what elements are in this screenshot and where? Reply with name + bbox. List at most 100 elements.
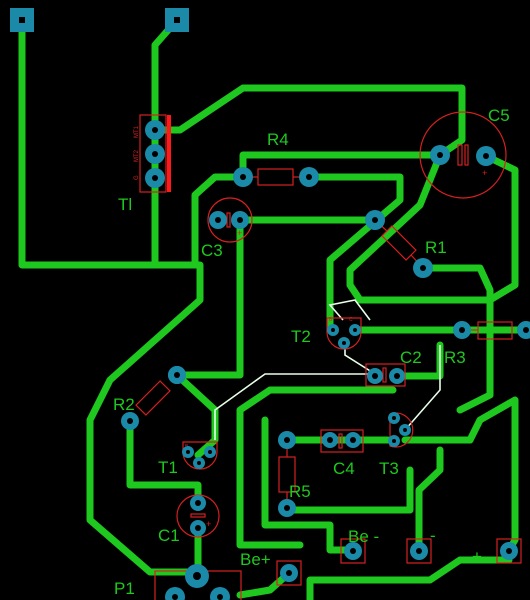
be-minus-pad-outline-a — [340, 538, 366, 564]
pad-plus-hole — [506, 548, 512, 554]
pad-c4-2-hole — [350, 437, 356, 443]
trace-r5-loop — [283, 466, 414, 514]
trace-left-rail — [18, 16, 204, 576]
trace-be-minus-pad — [415, 446, 444, 554]
pad-r1-2-hole — [420, 265, 426, 271]
t2-pin-b: B — [329, 317, 333, 323]
pad-t2-2-hole — [353, 328, 357, 332]
tl-pin-g: G — [134, 175, 140, 180]
c2-outline — [365, 363, 406, 387]
label-r3: R3 — [444, 348, 466, 367]
pad-p1-3-hole — [217, 594, 223, 600]
r1-body-group — [381, 225, 417, 261]
label-r2: R2 — [113, 395, 135, 414]
pad-c4-1-hole — [327, 437, 333, 443]
c3-plus-mark: + — [237, 228, 242, 238]
pad-r1-1-hole — [372, 217, 378, 223]
pad-terminal-right-hole — [174, 17, 180, 23]
pad-t1-1-hole — [186, 450, 190, 454]
c3-body — [226, 212, 231, 228]
be-minus-pad-outline-b — [406, 538, 432, 564]
c2-plate — [382, 367, 387, 383]
c5-body — [457, 144, 463, 166]
pad-r2-2-hole — [127, 418, 133, 424]
pad-be-minus-hole — [350, 548, 356, 554]
pad-c2-2-hole — [394, 373, 400, 379]
pad-be-plus-hole — [286, 570, 292, 576]
r1-body — [381, 225, 417, 261]
pad-r4-2-hole — [306, 174, 312, 180]
t3-outline — [389, 412, 414, 448]
trace-c5-right — [346, 151, 519, 304]
label-c4: C4 — [333, 459, 355, 478]
pad-p1-1-hole — [193, 572, 201, 580]
c1-body — [190, 513, 206, 518]
label-r1: R1 — [425, 238, 447, 257]
pad-terminal-left-hole — [19, 17, 25, 23]
label-c3: C3 — [201, 241, 223, 260]
label-c5: C5 — [488, 106, 510, 125]
pad-c3-1-hole — [215, 217, 221, 223]
c1-plus-mark: + — [206, 519, 211, 529]
pad-t2-1-hole — [331, 328, 335, 332]
pad-c1-2-hole — [195, 525, 201, 531]
label-t3: T3 — [379, 459, 399, 478]
t2-outline — [326, 317, 362, 350]
pad-c1-1-hole — [195, 500, 201, 506]
pad-tl-2-hole — [152, 151, 158, 157]
t1-outline — [182, 441, 218, 470]
trace-inner-loop — [261, 416, 357, 554]
c4-outline — [320, 429, 364, 453]
trace-t3-down — [401, 396, 519, 554]
pad-p1-2 — [165, 587, 185, 600]
c5-body-b — [464, 144, 469, 166]
r2-body — [135, 380, 171, 416]
via-r2-top-hole — [174, 372, 180, 378]
jumper-t1-c2 — [214, 373, 375, 440]
reference-labels: C5 R4 Tl C3 R1 T2 C2 R3 R2 T1 C4 T3 R5 C… — [113, 106, 510, 598]
be-plus-pad-outline — [496, 538, 522, 564]
r4-body — [257, 168, 294, 186]
pad-t1-2-hole — [208, 450, 212, 454]
jumper-r3-t3 — [404, 345, 441, 431]
pad-tl-1-hole — [152, 127, 158, 133]
trace-t3-loop — [236, 386, 397, 549]
pad-t3-3-hole — [392, 439, 396, 443]
c5-outline — [419, 111, 507, 199]
pad-c5-2-hole — [483, 153, 489, 159]
c4-plate — [338, 433, 343, 449]
pad-p1-3 — [210, 587, 230, 600]
tl-heatsink-bar — [167, 115, 171, 192]
trace-t1-loop — [126, 416, 202, 504]
pad-r4-1-hole — [240, 174, 246, 180]
tl-pin-mt1: MT1 — [134, 125, 140, 138]
label-c2: C2 — [400, 348, 422, 367]
pad-tl-3-hole — [152, 175, 158, 181]
label-be-plus: Be+ — [240, 550, 271, 569]
pad-r3-2-hole — [523, 327, 529, 333]
pad-t3-2-hole — [403, 428, 407, 432]
r2-body-group — [135, 380, 171, 416]
tl-pin-mt2: MT2 — [134, 149, 140, 162]
trace-c3-loop — [191, 173, 247, 269]
pads — [10, 8, 530, 600]
label-c1: C1 — [158, 526, 180, 545]
c3-outline — [207, 197, 253, 243]
pad-r5-2-hole — [284, 505, 290, 511]
label-t1: T1 — [158, 458, 178, 477]
pad-r3-1-hole — [459, 327, 465, 333]
pad-t1-3-hole — [197, 461, 201, 465]
trace-c2-left — [173, 216, 378, 379]
label-plus: + — [472, 547, 482, 566]
t2-pin-c: C — [349, 317, 353, 323]
label-minus: - — [430, 526, 436, 545]
label-t2: T2 — [291, 327, 311, 346]
pad-minus-hole — [416, 548, 422, 554]
copper-traces — [18, 16, 530, 600]
pad-c2-1-hole — [372, 373, 378, 379]
trace-r1-down — [419, 264, 494, 414]
c5-plus-mark: + — [482, 168, 487, 178]
pad-c5-1-hole — [437, 152, 443, 158]
trace-big-loop — [151, 84, 466, 159]
